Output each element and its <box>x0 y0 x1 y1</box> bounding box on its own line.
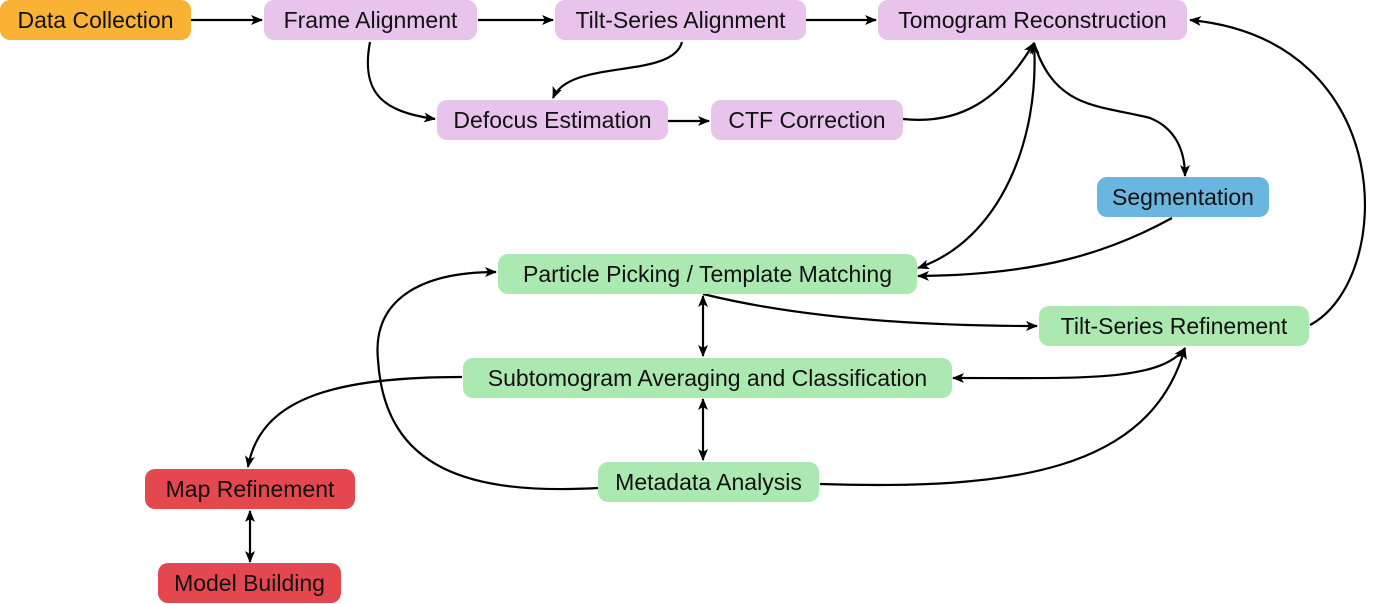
node-label: Tomogram Reconstruction <box>898 6 1167 33</box>
node-ctf-correction: CTF Correction <box>711 100 903 140</box>
node-defocus-estimation: Defocus Estimation <box>437 100 668 140</box>
node-tomogram-reconstruction: Tomogram Reconstruction <box>878 0 1187 40</box>
node-label: Segmentation <box>1112 183 1254 210</box>
edge-metadata-analysis-to-particle-picking <box>376 267 599 491</box>
node-data-collection: Data Collection <box>0 0 191 40</box>
edge-tomogram-reconstruction-particle-picking <box>917 42 1040 270</box>
edge-tilt-series-refinement-to-tomogram-reconstruction <box>1189 16 1366 326</box>
node-label: Defocus Estimation <box>453 106 652 133</box>
node-label: CTF Correction <box>728 106 886 133</box>
node-label: Subtomogram Averaging and Classification <box>487 364 928 391</box>
node-map-refinement: Map Refinement <box>145 469 355 509</box>
node-model-building: Model Building <box>158 563 341 603</box>
edge-frame-alignment-to-defocus-estimation <box>366 41 436 123</box>
node-label: Model Building <box>174 569 325 596</box>
node-label: Metadata Analysis <box>615 468 802 495</box>
node-label: Tilt-Series Alignment <box>575 6 786 33</box>
node-particle-picking: Particle Picking / Template Matching <box>498 254 917 294</box>
edge-tomogram-reconstruction-to-segmentation <box>1032 42 1190 177</box>
edge-metadata-analysis-to-tilt-series-refinement <box>819 347 1187 487</box>
edge-ctf-correction-to-tomogram-reconstruction <box>902 42 1035 121</box>
node-label: Tilt-Series Refinement <box>1060 312 1288 339</box>
node-tilt-series-alignment: Tilt-Series Alignment <box>555 0 806 40</box>
edge-tilt-series-refinement-subtomogram-averaging <box>952 347 1186 384</box>
node-metadata-analysis: Metadata Analysis <box>598 462 819 502</box>
node-frame-alignment: Frame Alignment <box>264 0 477 40</box>
node-label: Frame Alignment <box>283 6 458 33</box>
edge-segmentation-to-particle-picking <box>917 217 1173 281</box>
node-label: Map Refinement <box>165 475 335 502</box>
edge-particle-picking-to-tilt-series-refinement <box>702 292 1038 331</box>
node-subtomogram-averaging: Subtomogram Averaging and Classification <box>463 358 952 398</box>
edge-subtomogram-averaging-to-map-refinement <box>245 375 463 468</box>
edge-tilt-series-alignment-to-defocus-estimation <box>551 41 684 99</box>
node-label: Particle Picking / Template Matching <box>522 260 893 287</box>
node-label: Data Collection <box>17 6 174 33</box>
node-tilt-series-refinement: Tilt-Series Refinement <box>1039 306 1309 346</box>
node-segmentation: Segmentation <box>1097 177 1269 217</box>
